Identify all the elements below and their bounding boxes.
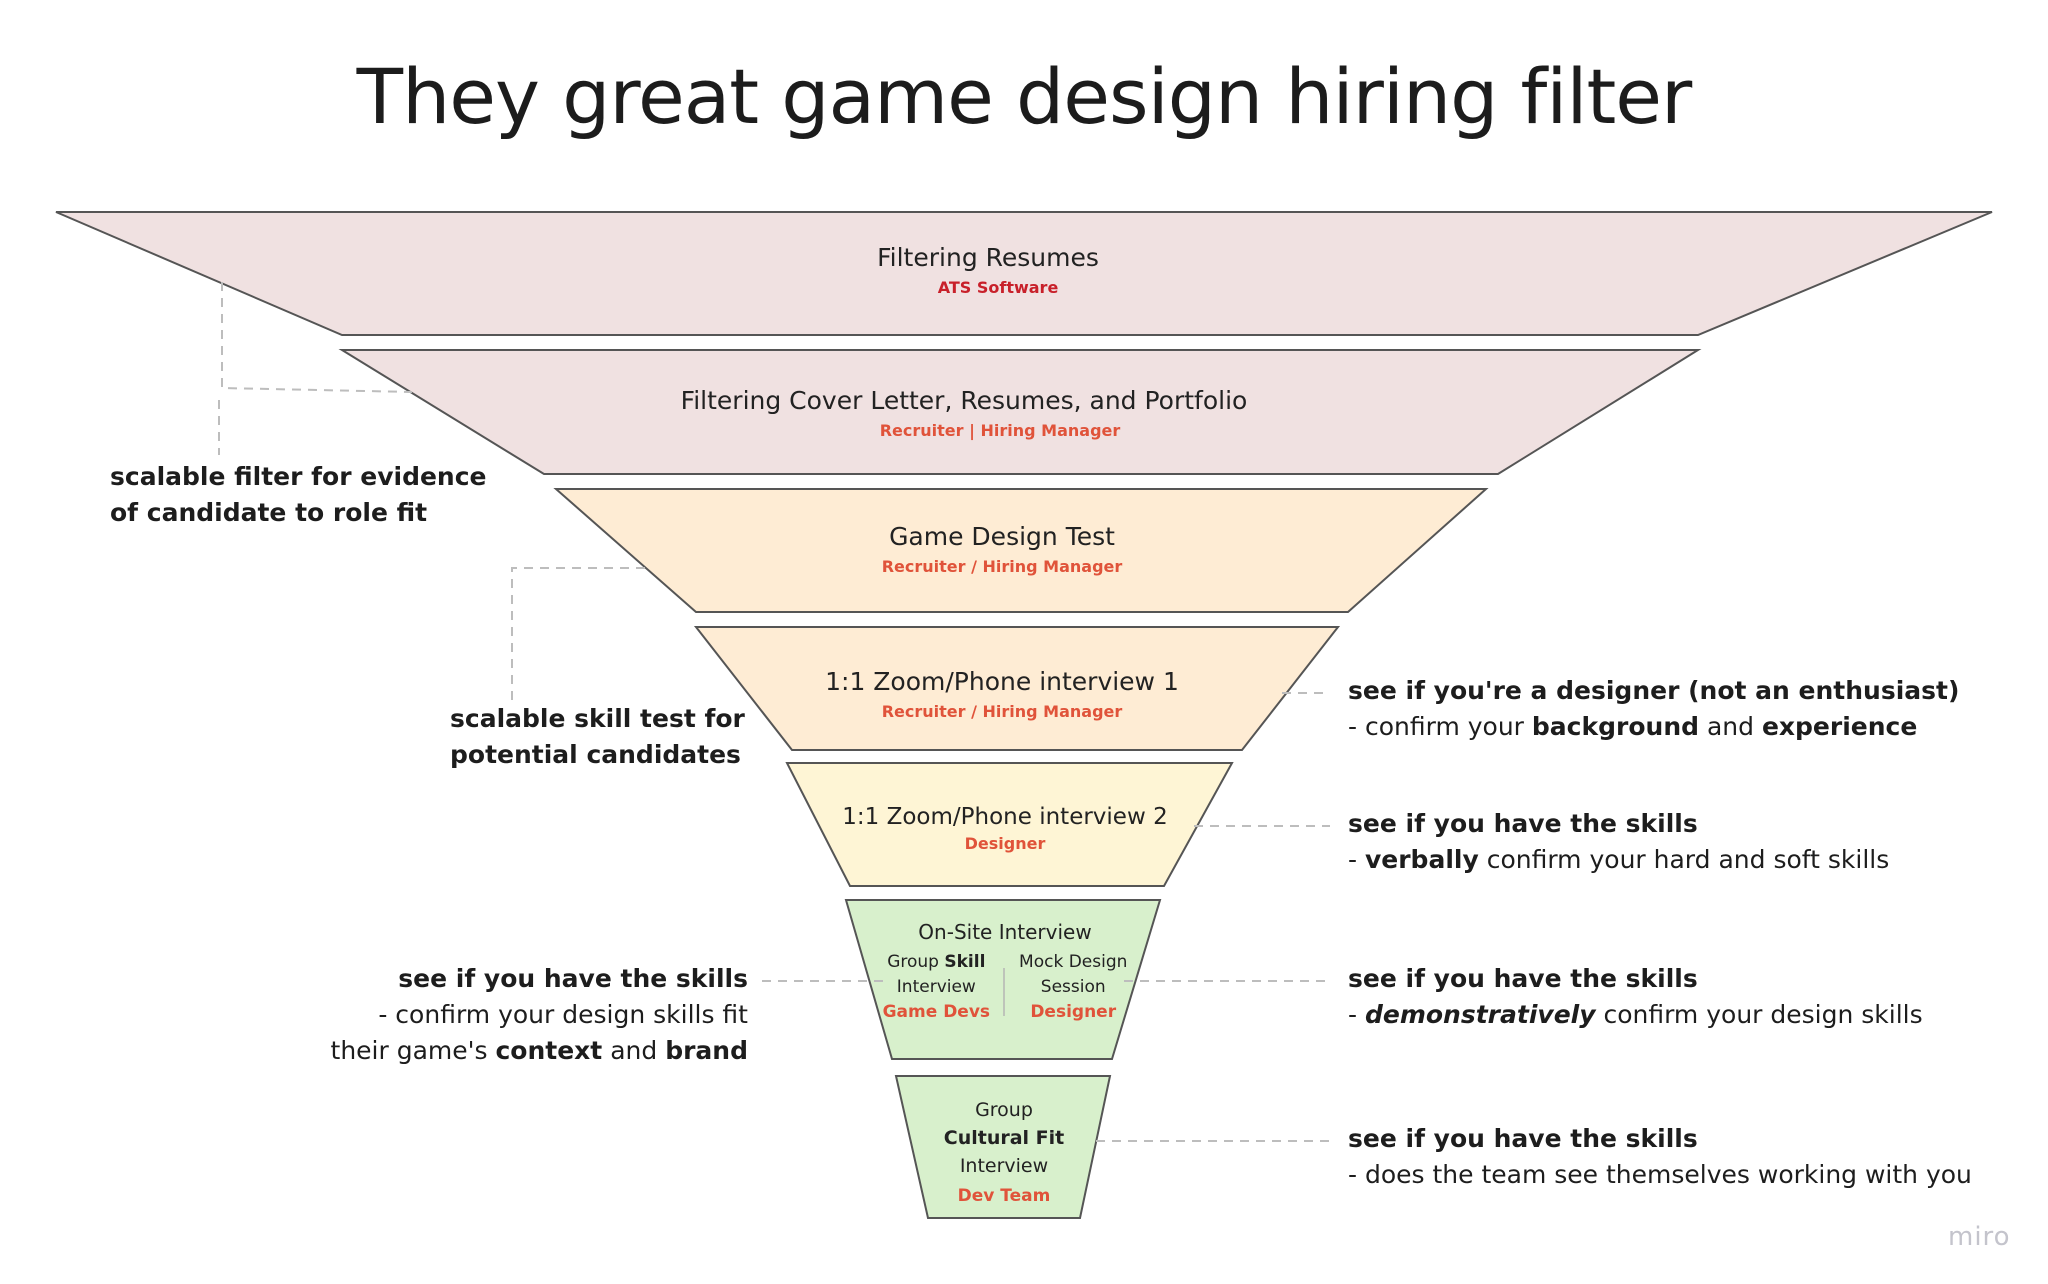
funnel-stage-3-shape[interactable] [553, 488, 1489, 613]
page-title: They great game design hiring filter [356, 52, 1693, 141]
sub-label: Group [887, 952, 945, 972]
note-line: - verbally confirm your hard and soft sk… [1348, 842, 1889, 878]
funnel-stage-7-shape[interactable] [894, 1075, 1112, 1219]
note-left-3: see if you have the skills - confirm you… [331, 961, 748, 1069]
note-text: and [602, 1036, 666, 1065]
stage-role: Recruiter / Hiring Manager [881, 557, 1123, 576]
stage-title: Game Design Test [889, 522, 1115, 551]
note-line: their game's context and brand [331, 1033, 748, 1069]
stage-title: On-Site Interview [918, 920, 1092, 944]
note-right-2: see if you have the skills - verbally co… [1348, 806, 1889, 878]
funnel-stage-4-shape[interactable] [693, 626, 1341, 751]
sub-label-2: Interview [896, 977, 976, 997]
funnel-stage-7: Group Cultural Fit Interview Dev Team [944, 1096, 1065, 1210]
note-line: - demonstratively confirm your design sk… [1348, 997, 1923, 1033]
note-line: of candidate to role fit [110, 498, 428, 527]
miro-watermark: miro [1948, 1222, 2011, 1252]
stage-role: ATS Software [937, 278, 1059, 297]
note-right-1: see if you're a designer (not an enthusi… [1348, 673, 1959, 745]
note-bold: context [495, 1036, 603, 1065]
note-heading: see if you have the skills [398, 964, 748, 993]
stage-role: Dev Team [957, 1186, 1051, 1206]
funnel-stage-6: On-Site Interview Group Skill Interview … [883, 920, 1128, 1025]
note-line: scalable skill test for [450, 704, 745, 733]
note-heading: see if you have the skills [1348, 1124, 1698, 1153]
onsite-group-skill: Group Skill Interview Game Devs [883, 950, 990, 1025]
note-right-3: see if you have the skills - demonstrati… [1348, 961, 1923, 1033]
funnel-stage-4: 1:1 Zoom/Phone interview 1 Recruiter / H… [825, 667, 1179, 721]
note-bold: background [1531, 712, 1700, 741]
funnel-stage-2: Filtering Cover Letter, Resumes, and Por… [681, 386, 1248, 440]
note-line: potential candidates [450, 740, 741, 769]
note-text: - [1348, 845, 1365, 874]
note-left-1: scalable filter for evidence of candidat… [110, 459, 487, 531]
note-line: - confirm your design skills fit [378, 1000, 748, 1029]
note-bold: verbally [1364, 845, 1479, 874]
note-line: - confirm your background and experience [1348, 709, 1959, 745]
stage-title: Filtering Resumes [877, 243, 1099, 272]
note-bold: brand [665, 1036, 748, 1065]
note-heading: see if you have the skills [1348, 809, 1698, 838]
note-line: - does the team see themselves working w… [1348, 1160, 1972, 1189]
onsite-mock-design: Mock Design Session Designer [1019, 950, 1127, 1025]
stage-title: 1:1 Zoom/Phone interview 1 [825, 667, 1179, 696]
note-text: their game's [330, 1036, 496, 1065]
note-text: - [1348, 1000, 1365, 1029]
note-left-2: scalable skill test for potential candid… [450, 701, 745, 773]
note-text: - confirm your [1348, 712, 1532, 741]
funnel-stage-1-shape[interactable] [55, 211, 1993, 336]
sub-label-2: Session [1040, 977, 1106, 997]
onsite-sub-sections: Group Skill Interview Game Devs Mock Des… [883, 950, 1128, 1025]
note-heading: see if you're a designer (not an enthusi… [1348, 676, 1960, 705]
note-line: scalable filter for evidence [110, 462, 487, 491]
stage-role: Recruiter / Hiring Manager [881, 702, 1123, 721]
stage-title: Filtering Cover Letter, Resumes, and Por… [680, 386, 1248, 415]
note-heading: see if you have the skills [1348, 964, 1698, 993]
note-text: confirm your design skills [1595, 1000, 1923, 1029]
sub-label: Mock Design [1019, 952, 1128, 972]
sub-label-bold: Skill [944, 952, 986, 972]
sub-role: Designer [1030, 1002, 1117, 1022]
stage-role: Recruiter | Hiring Manager [879, 421, 1121, 440]
stage-line-1: Group [975, 1099, 1033, 1121]
funnel-stage-5-shape[interactable] [785, 762, 1234, 887]
connector-left-1 [221, 282, 413, 393]
sub-role: Game Devs [882, 1002, 991, 1022]
stage-title: 1:1 Zoom/Phone interview 2 [842, 804, 1168, 830]
stage-line-2: Cultural Fit [943, 1127, 1065, 1149]
note-text: and [1699, 712, 1762, 741]
stage-line-3: Interview [959, 1155, 1049, 1177]
funnel-stage-6-shape[interactable] [844, 899, 1162, 1060]
note-bold-italic: demonstratively [1364, 1000, 1596, 1029]
note-text: confirm your hard and soft skills [1478, 845, 1890, 874]
stage-role: Designer [964, 834, 1046, 853]
funnel-stage-1: Filtering Resumes ATS Software [877, 243, 1099, 297]
funnel-stage-3: Game Design Test Recruiter / Hiring Mana… [882, 522, 1123, 576]
connector-left-2 [511, 567, 646, 700]
funnel-stage-2-shape[interactable] [338, 349, 1702, 475]
note-bold: experience [1761, 712, 1918, 741]
funnel-stage-5: 1:1 Zoom/Phone interview 2 Designer [842, 804, 1167, 853]
note-right-4: see if you have the skills - does the te… [1348, 1121, 1972, 1193]
